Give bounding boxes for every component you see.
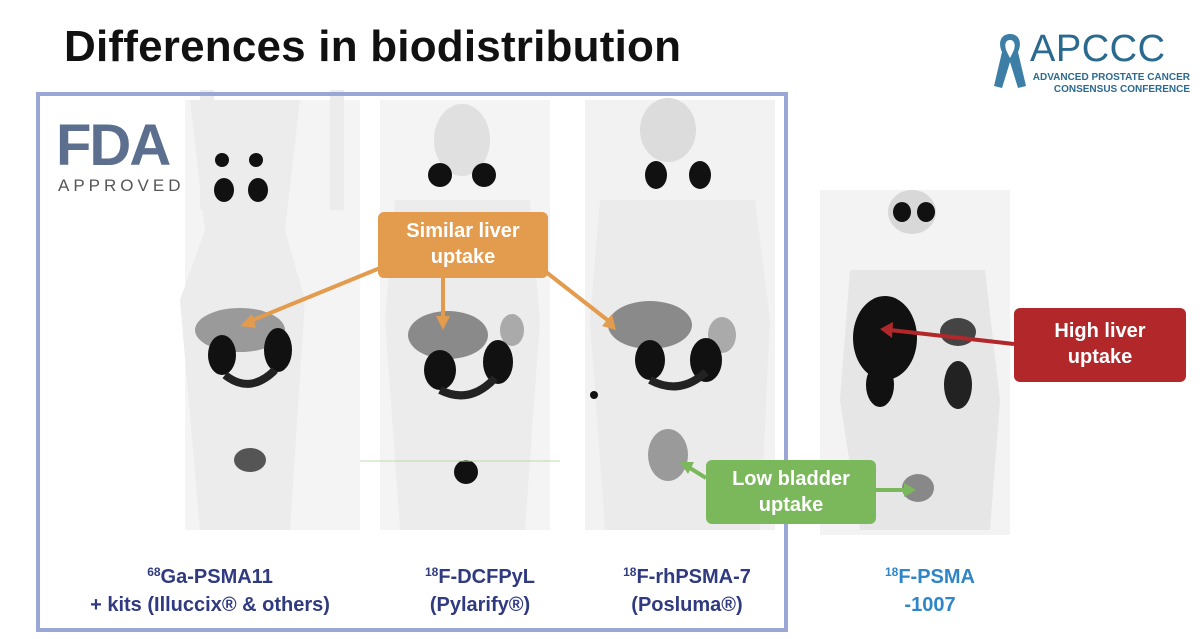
tracer-brand: + kits (Illuccix® & others) bbox=[90, 594, 330, 616]
callout-high-liver: High liver uptake bbox=[1014, 308, 1186, 382]
slide-title: Differences in biodistribution bbox=[64, 22, 682, 71]
callout-high-liver-line1: High liver bbox=[1054, 320, 1146, 342]
ribbon-icon bbox=[994, 34, 1026, 88]
tracer-label-dcfpyl: 18F-DCFPyL (Pylarify®) bbox=[380, 558, 580, 619]
callout-similar-liver-line1: Similar liver bbox=[406, 220, 520, 242]
tracer-isotope: 18 bbox=[884, 565, 899, 579]
fda-approved-frame bbox=[36, 92, 788, 632]
scan-dcfpyl bbox=[360, 100, 560, 530]
tracer-brand: (Pylarify®) bbox=[429, 594, 531, 616]
scan-ga-psma11 bbox=[180, 90, 360, 530]
tracer-name: F-DCFPyL bbox=[438, 566, 536, 588]
tracer-name: F-PSMA bbox=[898, 566, 976, 588]
fda-mark: FDA bbox=[56, 113, 171, 178]
apccc-logo: APCCC ADVANCED PROSTATE CANCER CONSENSUS… bbox=[992, 28, 1192, 98]
callout-high-liver-line2: uptake bbox=[1067, 346, 1133, 368]
tracer-name: F-rhPSMA-7 bbox=[636, 566, 751, 588]
callout-low-bladder-line1: Low bladder bbox=[732, 468, 850, 490]
tracer-label-ga-psma11: 68Ga-PSMA11 + kits (Illuccix® & others) bbox=[40, 558, 380, 619]
tracer-name: Ga-PSMA11 bbox=[160, 566, 273, 588]
logo-line1: ADVANCED PROSTATE CANCER bbox=[1032, 72, 1190, 83]
callout-arrows bbox=[240, 266, 1015, 497]
tracer-isotope: 68 bbox=[147, 565, 161, 579]
fda-approved-text: APPROVED bbox=[58, 176, 185, 195]
logo-name: APCCC bbox=[1030, 28, 1166, 70]
tracer-brand: (Posluma®) bbox=[631, 594, 743, 616]
callout-similar-liver: Similar liver uptake bbox=[378, 212, 548, 278]
callout-low-bladder: Low bladder uptake bbox=[706, 460, 876, 524]
callout-low-bladder-line2: uptake bbox=[758, 494, 824, 516]
logo-line2: CONSENSUS CONFERENCE bbox=[1053, 84, 1190, 95]
callout-similar-liver-line2: uptake bbox=[430, 246, 496, 268]
scan-rhpsma7 bbox=[585, 98, 775, 530]
fda-approved-badge: FDA APPROVED bbox=[56, 112, 216, 202]
tracer-isotope: 18 bbox=[623, 565, 637, 579]
tracer-label-rhpsma7: 18F-rhPSMA-7 (Posluma®) bbox=[582, 558, 792, 619]
tracer-label-psma1007: 18F-PSMA -1007 bbox=[830, 558, 1030, 619]
tracer-brand: -1007 bbox=[904, 594, 956, 616]
tracer-isotope: 18 bbox=[424, 565, 439, 579]
